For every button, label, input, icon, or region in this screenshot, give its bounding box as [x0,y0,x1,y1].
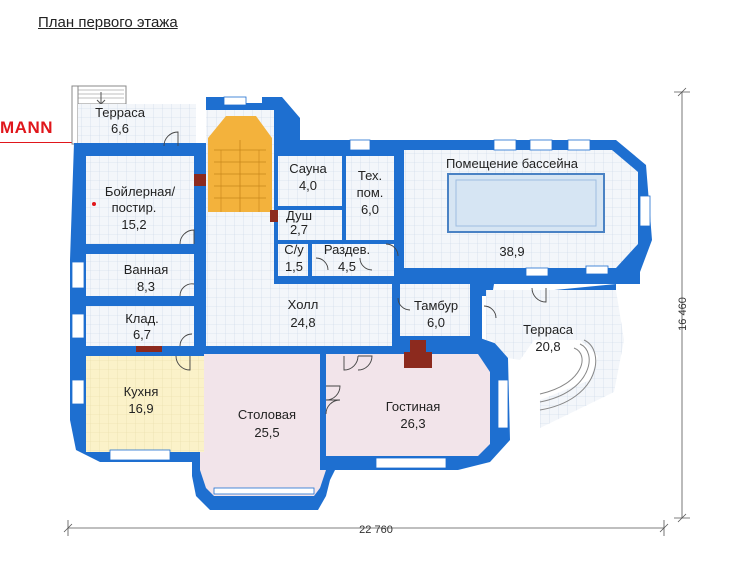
storage-name: Клад. [125,311,159,326]
tech-name-2: пом. [357,185,384,200]
height-dimension: 16 460 [677,297,689,331]
tech-area: 6,0 [361,202,379,217]
boiler-name-2: постир. [112,200,157,215]
wc-area: 1,5 [285,259,303,274]
terrace-small-area [71,85,196,146]
boiler-name-1: Бойлерная/ [105,184,176,199]
tech-name-1: Тех. [358,168,382,183]
vestibule-area: 6,0 [427,315,445,330]
pool-name: Помещение бассейна [446,156,579,171]
windows [71,96,651,495]
shower-area: 2,7 [290,222,308,237]
kitchen-area: 16,9 [128,401,153,416]
terrace-small-name: Терраса [95,105,146,120]
pool-area: 38,9 [499,244,524,259]
sauna-area: 4,0 [299,178,317,193]
changing-area: 4,5 [338,259,356,274]
dining-name: Столовая [238,407,296,422]
living-area: 26,3 [400,416,425,431]
dimension-lines [63,87,690,536]
room-labels: Терраса 6,6 Бойлерная/ постир. 15,2 Ванн… [95,105,579,440]
brand-logo: MANN [0,118,53,137]
room-floors [86,110,638,496]
page-title: План первого этажа [38,14,178,31]
terrace-small-area: 6,6 [111,121,129,136]
vestibule-name: Тамбур [414,298,458,313]
doors [163,131,547,415]
changing-name: Раздев. [324,242,370,257]
terrace-large-name: Терраса [523,322,574,337]
kitchen-name: Кухня [124,384,159,399]
hall-area: 24,8 [290,315,315,330]
bath-name: Ванная [124,262,169,277]
storage-area: 6,7 [133,327,151,342]
boiler-area: 15,2 [121,217,146,232]
sauna-name: Сауна [289,161,327,176]
shower-name: Душ [286,208,312,223]
fixtures [92,174,432,368]
width-dimension: 22 760 [359,524,393,536]
bath-area: 8,3 [137,279,155,294]
hall-name: Холл [288,297,319,312]
wc-name: С/у [284,242,304,257]
terrace-large-area: 20,8 [535,339,560,354]
living-name: Гостиная [386,399,441,414]
dining-area: 25,5 [254,425,279,440]
brand-rule [0,142,74,143]
